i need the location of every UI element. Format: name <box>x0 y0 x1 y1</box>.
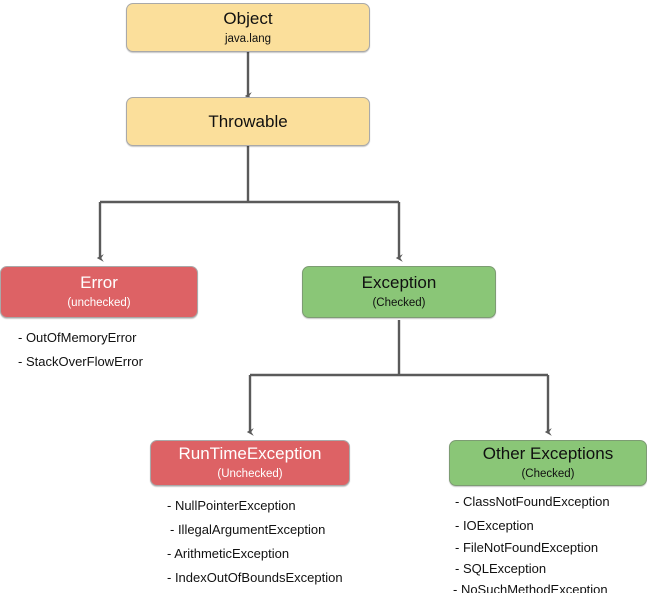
node-exception[interactable]: Exception (Checked) <box>302 266 496 318</box>
error-examples-list: - OutOfMemoryError - StackOverFlowError <box>18 326 143 374</box>
node-throwable[interactable]: Throwable <box>126 97 370 146</box>
node-error[interactable]: Error (unchecked) <box>0 266 198 318</box>
runtime-exception-examples-list: - NullPointerException - IllegalArgument… <box>167 494 343 590</box>
node-runtime-exception-title: RunTimeException <box>178 444 322 463</box>
other-exception-examples-list: - ClassNotFoundException - IOException -… <box>450 491 610 593</box>
list-item: - IllegalArgumentException <box>170 522 326 537</box>
list-item: - SQLException <box>455 561 547 576</box>
node-other-exceptions-title: Other Exceptions <box>482 444 614 463</box>
node-throwable-title: Throwable <box>208 111 288 131</box>
node-object-subtitle: java.lang <box>224 32 272 45</box>
node-runtime-exception[interactable]: RunTimeException (Unchecked) <box>150 440 350 486</box>
node-error-subtitle: (unchecked) <box>67 297 131 309</box>
node-exception-subtitle: (Checked) <box>372 297 426 309</box>
list-item: - StackOverFlowError <box>18 354 143 369</box>
list-item: - NullPointerException <box>167 498 296 513</box>
node-error-title: Error <box>80 273 118 292</box>
edge-throwable-bus <box>100 146 399 204</box>
node-exception-title: Exception <box>361 273 437 292</box>
list-item: - OutOfMemoryError <box>18 330 137 345</box>
list-item: - NoSuchMethodException <box>453 582 608 593</box>
node-object-title: Object <box>223 8 273 28</box>
list-item: - ClassNotFoundException <box>455 494 610 509</box>
node-object[interactable]: Object java.lang <box>126 3 370 52</box>
node-runtime-exception-subtitle: (Unchecked) <box>217 468 283 480</box>
list-item: - IndexOutOfBoundsException <box>167 570 343 585</box>
node-other-exceptions-subtitle: (Checked) <box>521 468 575 480</box>
edge-exception-bus <box>250 320 548 377</box>
node-other-exceptions[interactable]: Other Exceptions (Checked) <box>449 440 647 486</box>
list-item: - IOException <box>455 518 534 533</box>
list-item: - FileNotFoundException <box>455 540 599 555</box>
list-item: - ArithmeticException <box>167 546 290 561</box>
